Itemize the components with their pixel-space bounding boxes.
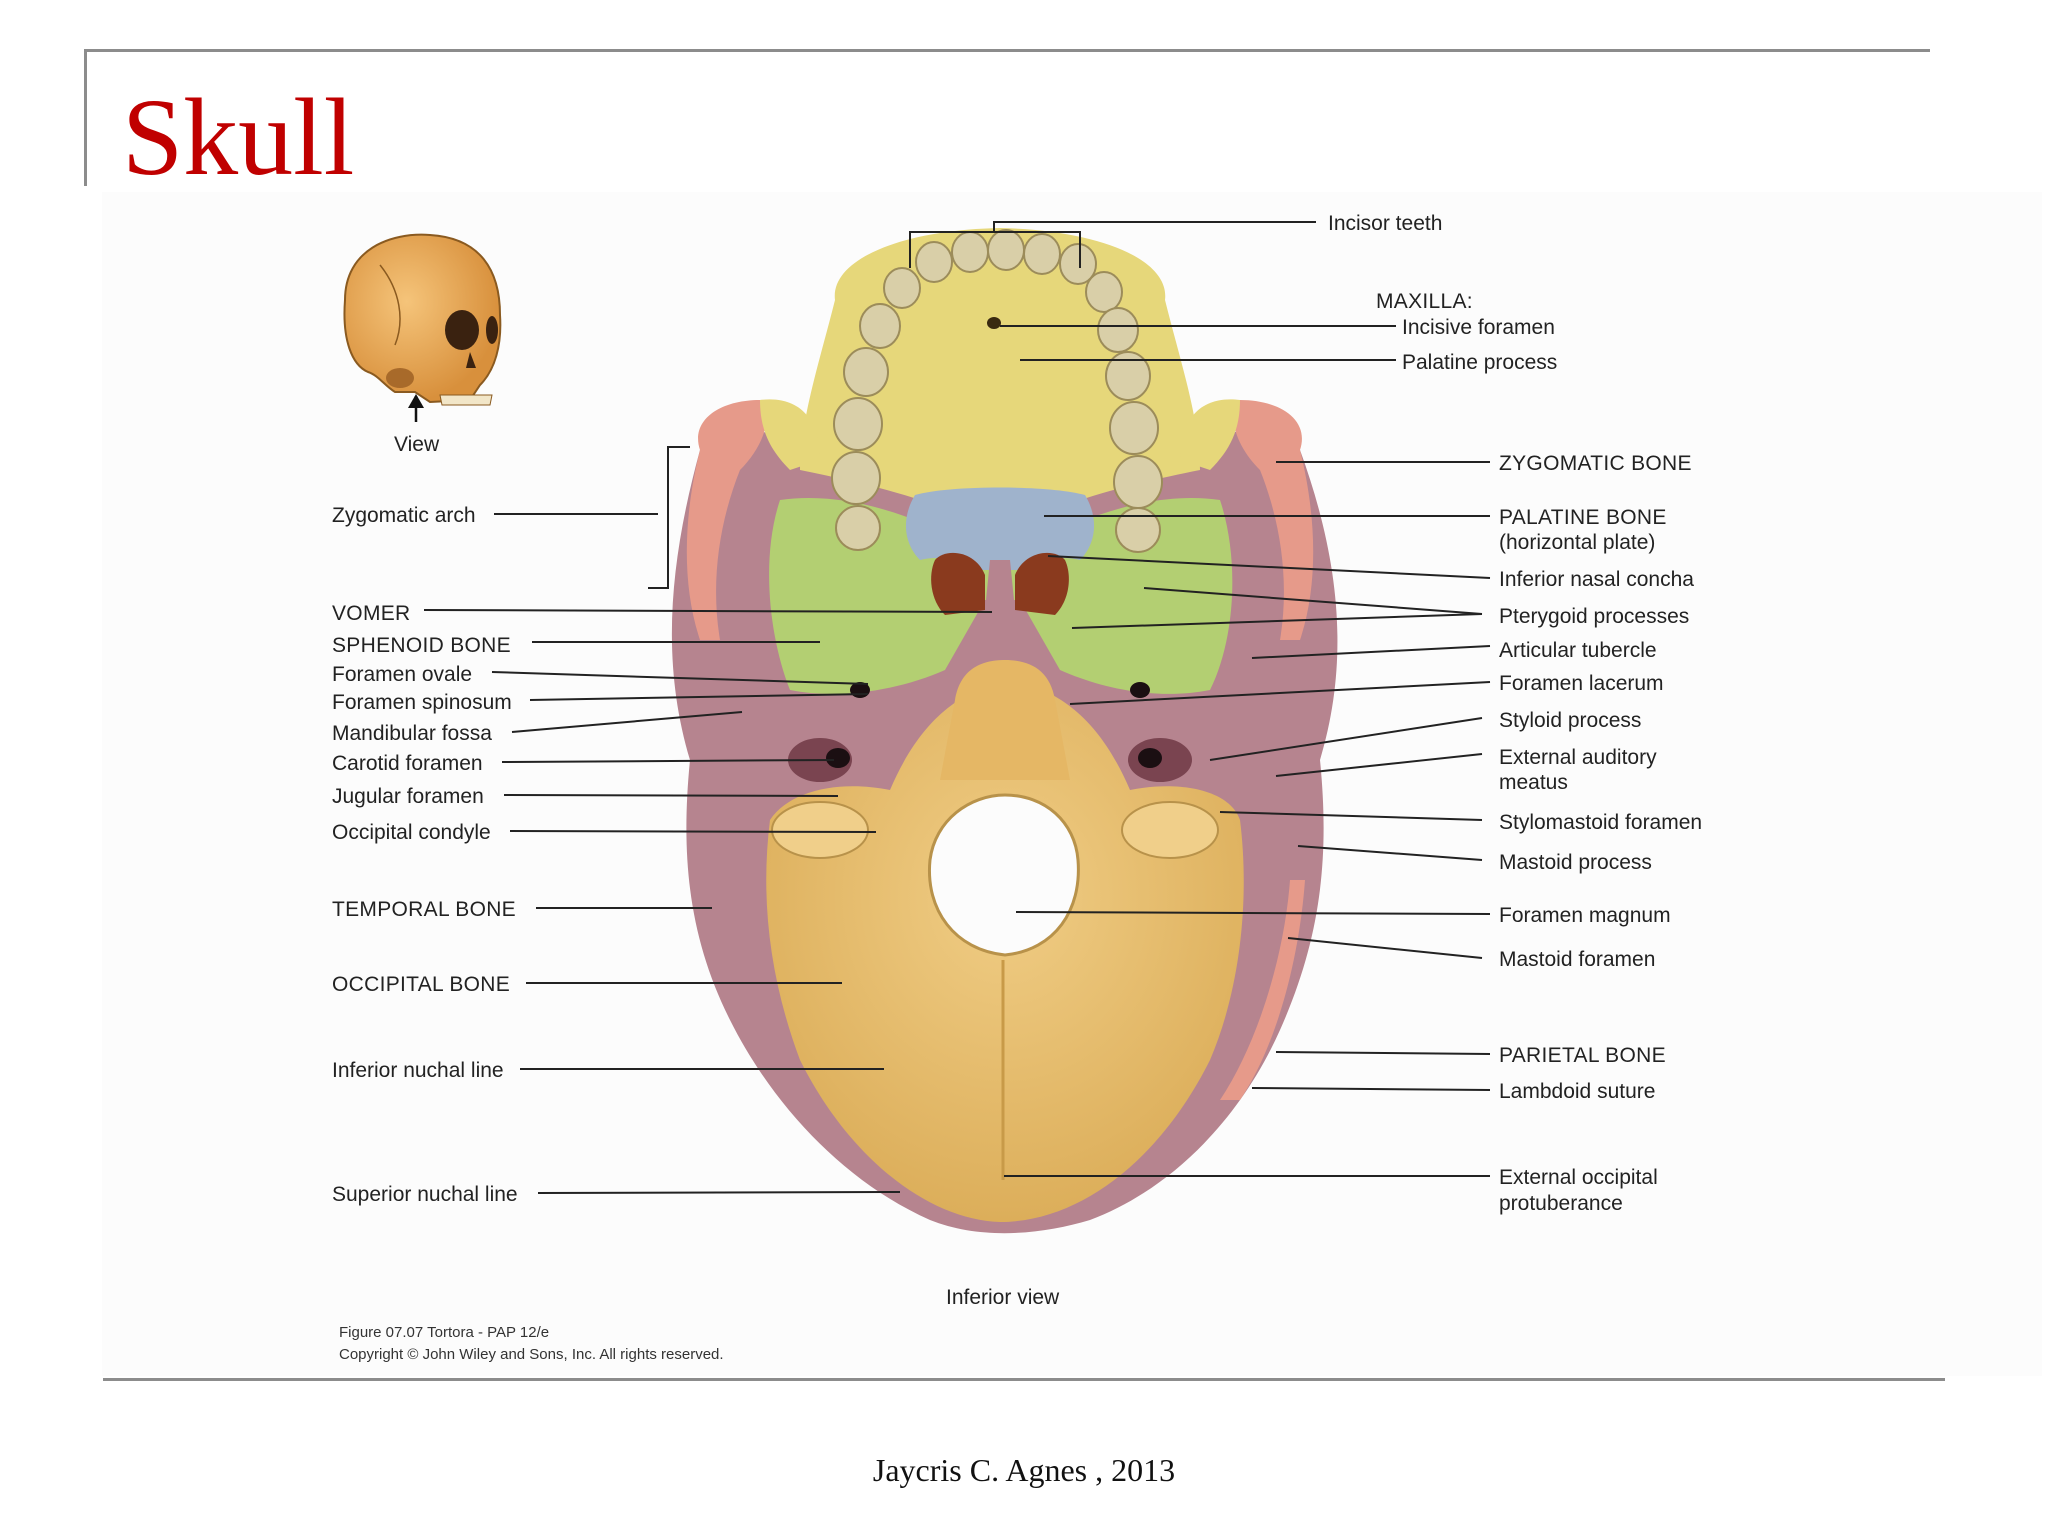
label-mandibular-fossa: Mandibular fossa: [332, 722, 492, 745]
label-pterygoid-processes: Pterygoid processes: [1499, 605, 1689, 628]
label-foramen-lacerum: Foramen lacerum: [1499, 672, 1664, 695]
label-palatine-bone-sub: (horizontal plate): [1499, 531, 1655, 554]
label-external-occipital: External occipital: [1499, 1166, 1658, 1189]
label-inferior-nasal-concha: Inferior nasal concha: [1499, 568, 1694, 591]
label-vomer: VOMER: [332, 602, 411, 625]
figure-credit-line2: Copyright © John Wiley and Sons, Inc. Al…: [339, 1346, 724, 1363]
slide-frame-top-rule: [84, 49, 1930, 52]
label-foramen-spinosum: Foramen spinosum: [332, 691, 512, 714]
label-foramen-magnum: Foramen magnum: [1499, 904, 1671, 927]
label-occipital-bone: OCCIPITAL BONE: [332, 973, 510, 996]
label-inferior-nuchal-line: Inferior nuchal line: [332, 1059, 504, 1082]
label-protuberance: protuberance: [1499, 1192, 1623, 1215]
left-leader-lines: [423, 513, 993, 1194]
slide-frame-left-rule: [84, 49, 87, 186]
label-articular-tubercle: Articular tubercle: [1499, 639, 1657, 662]
label-foramen-ovale: Foramen ovale: [332, 663, 472, 686]
label-parietal-bone: PARIETAL BONE: [1499, 1044, 1666, 1067]
leader-incisor-teeth: [993, 221, 1316, 232]
label-jugular-foramen: Jugular foramen: [332, 785, 484, 808]
label-superior-nuchal-line: Superior nuchal line: [332, 1183, 518, 1206]
label-palatine-bone: PALATINE BONE: [1499, 506, 1667, 529]
label-mastoid-process: Mastoid process: [1499, 851, 1652, 874]
slide-footer: Jaycris C. Agnes , 2013: [872, 1452, 1176, 1488]
slide-frame-bottom-rule: [103, 1378, 1945, 1381]
label-external-auditory: External auditory: [1499, 746, 1657, 769]
view-caption: View: [394, 433, 440, 456]
label-styloid-process: Styloid process: [1499, 709, 1641, 732]
label-maxilla: MAXILLA:: [1376, 290, 1473, 313]
label-mastoid-foramen: Mastoid foramen: [1499, 948, 1655, 971]
label-incisor-teeth: Incisor teeth: [1328, 212, 1442, 235]
label-carotid-foramen: Carotid foramen: [332, 752, 483, 775]
label-meatus: meatus: [1499, 771, 1568, 794]
label-temporal-bone: TEMPORAL BONE: [332, 898, 516, 921]
label-stylomastoid-foramen: Stylomastoid foramen: [1499, 811, 1702, 834]
label-occipital-condyle: Occipital condyle: [332, 821, 491, 844]
zygomatic-arch-bracket: [648, 446, 690, 589]
figure-credit-line1: Figure 07.07 Tortora - PAP 12/e: [339, 1324, 549, 1341]
label-palatine-process: Palatine process: [1402, 351, 1557, 374]
orientation-skull-icon: [343, 233, 502, 422]
skull-base-illustration: [671, 228, 1338, 1234]
teeth-arch: [831, 229, 1163, 553]
inferior-view-caption: Inferior view: [946, 1286, 1060, 1309]
label-lambdoid-suture: Lambdoid suture: [1499, 1080, 1655, 1103]
slide-title: Skull: [122, 76, 355, 198]
label-sphenoid-bone: SPHENOID BONE: [332, 634, 511, 657]
label-zygomatic-arch: Zygomatic arch: [332, 504, 476, 527]
label-incisive-foramen: Incisive foramen: [1402, 316, 1555, 339]
right-leader-lines: [1000, 325, 1491, 1177]
label-zygomatic-bone: ZYGOMATIC BONE: [1499, 452, 1692, 475]
